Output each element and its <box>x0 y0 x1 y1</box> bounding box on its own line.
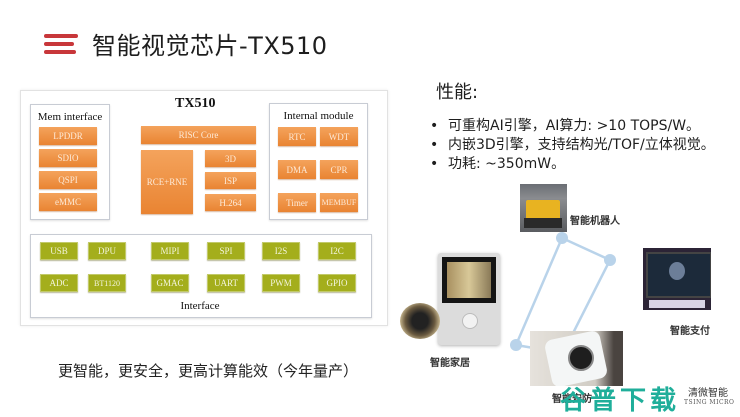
interface-panel <box>30 234 372 318</box>
peephole-camera-image <box>400 303 440 339</box>
label-smart-home: 智能家居 <box>430 358 470 369</box>
block-dpu: DPU <box>88 242 126 260</box>
block-wdt: WDT <box>320 127 358 146</box>
block-membuf: MEMBUF <box>320 193 358 212</box>
block-gpio: GPIO <box>318 274 356 292</box>
block-sdio: SDIO <box>39 149 97 167</box>
block-h264: H.264 <box>205 194 256 211</box>
menu-bars-icon <box>44 32 80 56</box>
block-uart: UART <box>207 274 245 292</box>
block-isp: ISP <box>205 172 256 189</box>
performance-item: 内嵌3D引擎，支持结构光/TOF/立体视觉。 <box>430 136 715 155</box>
block-usb: USB <box>40 242 78 260</box>
performance-item: 可重构AI引擎，AI算力: >10 TOPS/W。 <box>430 117 715 136</box>
block-adc: ADC <box>40 274 78 292</box>
block-gmac: GMAC <box>151 274 189 292</box>
performance-item-text: 可重构AI引擎，AI算力: >10 TOPS/W。 <box>448 118 701 134</box>
block-qspi: QSPI <box>39 171 97 189</box>
label-security: 智能安防 <box>552 394 592 405</box>
label-payment: 智能支付 <box>670 326 710 337</box>
slogan: 更智能，更安全，更高计算能效（今年量产） <box>58 362 359 380</box>
performance-list: 可重构AI引擎，AI算力: >10 TOPS/W。 内嵌3D引擎，支持结构光/T… <box>430 117 715 174</box>
block-rce-rne: RCE+RNE <box>141 150 193 214</box>
block-i2c: I2C <box>318 242 356 260</box>
block-bt1120: BT1120 <box>88 274 126 292</box>
interface-title: Interface <box>180 300 220 312</box>
smart-home-image <box>438 253 500 345</box>
chip-title: TX510 <box>175 96 216 111</box>
block-mipi: MIPI <box>151 242 189 260</box>
internal-module-title: Internal module <box>283 110 354 122</box>
block-spi: SPI <box>207 242 245 260</box>
brand-name-en: TSING MICRO <box>684 399 735 406</box>
watermark: 谷普下载 <box>560 386 681 416</box>
block-dma: DMA <box>278 160 316 179</box>
block-risc-core: RISC Core <box>141 126 256 144</box>
block-timer: Timer <box>278 193 316 212</box>
performance-item-text: 功耗: ~350mW。 <box>448 156 566 172</box>
payment-terminal-image <box>643 248 711 310</box>
block-pwm: PWM <box>262 274 300 292</box>
block-cpr: CPR <box>320 160 358 179</box>
block-rtc: RTC <box>278 127 316 146</box>
block-emmc: eMMC <box>39 193 97 211</box>
performance-title: 性能: <box>436 82 479 103</box>
performance-item-text: 内嵌3D引擎，支持结构光/TOF/立体视觉。 <box>448 137 715 153</box>
page-title: 智能视觉芯片-TX510 <box>92 32 328 60</box>
mem-interface-title: Mem interface <box>37 111 103 123</box>
robot-image <box>520 184 567 232</box>
block-lpddr: LPDDR <box>39 127 97 145</box>
block-3d: 3D <box>205 150 256 167</box>
block-i2s: I2S <box>262 242 300 260</box>
performance-item: 功耗: ~350mW。 <box>430 155 715 174</box>
brand-name-cn: 清微智能 <box>688 388 728 399</box>
label-robot: 智能机器人 <box>570 216 620 227</box>
security-camera-image <box>530 331 623 386</box>
